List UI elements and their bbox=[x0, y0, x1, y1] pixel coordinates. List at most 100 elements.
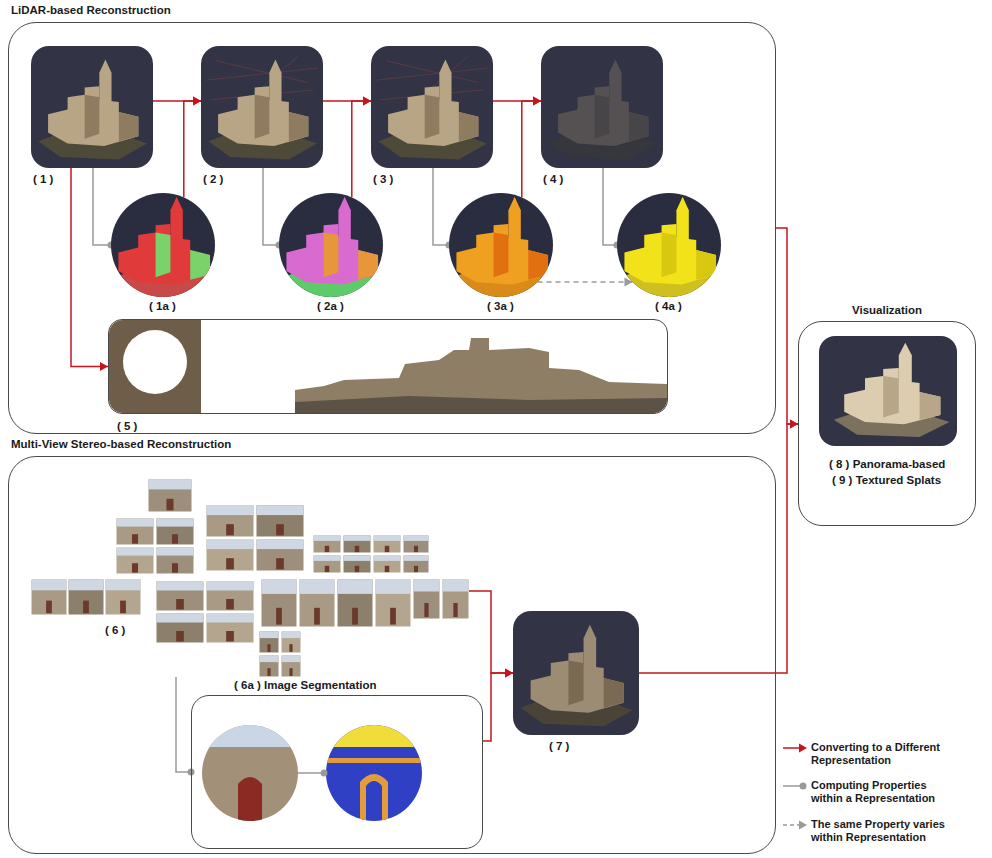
node-label: ( 7 ) bbox=[549, 739, 569, 753]
castle-figure bbox=[279, 197, 383, 297]
photo bbox=[256, 505, 304, 537]
connector-line bbox=[776, 228, 798, 424]
photo-door bbox=[355, 566, 359, 572]
photo bbox=[116, 547, 154, 574]
photo-sky bbox=[374, 556, 401, 561]
photo-circle bbox=[202, 725, 298, 821]
castle-segment bbox=[883, 376, 940, 420]
photo bbox=[403, 555, 429, 573]
thumbnail-box: ( 4 ) bbox=[541, 46, 663, 168]
castle-tower bbox=[439, 59, 451, 102]
property-circle: ( 1a ) bbox=[111, 193, 215, 297]
illustration bbox=[111, 193, 215, 297]
node-label: ( 1 ) bbox=[33, 172, 53, 186]
arrow-head bbox=[193, 97, 201, 106]
castle-figure bbox=[111, 197, 215, 297]
photo-door bbox=[276, 558, 284, 569]
castle-wall bbox=[286, 224, 378, 285]
photo bbox=[337, 579, 373, 627]
photo-sky bbox=[149, 480, 192, 490]
photo bbox=[313, 555, 341, 573]
node-label: Multi-View Stereo-based Reconstruction bbox=[11, 437, 231, 451]
node-art bbox=[192, 696, 482, 848]
photo-sky bbox=[376, 580, 411, 594]
node-label: ( 9 ) Textured Splats bbox=[832, 473, 941, 487]
castle-wall bbox=[844, 368, 940, 424]
photo-door bbox=[325, 566, 329, 572]
node-label: ( 4 ) bbox=[543, 172, 563, 186]
conversion-arrow bbox=[469, 591, 513, 678]
photo-door bbox=[385, 566, 389, 572]
arrow-head bbox=[193, 97, 201, 106]
photo bbox=[261, 579, 297, 627]
photo bbox=[313, 535, 341, 553]
photo bbox=[442, 579, 469, 619]
castle-tower bbox=[609, 59, 621, 102]
connector-line bbox=[433, 168, 449, 245]
photo-sky bbox=[300, 580, 335, 594]
castle-figure bbox=[208, 59, 317, 159]
connector-line bbox=[93, 168, 111, 245]
illustration bbox=[201, 46, 323, 168]
photo-sky bbox=[117, 519, 154, 527]
node-art bbox=[29, 477, 469, 677]
photo-door bbox=[267, 668, 270, 676]
photo-sky bbox=[69, 580, 104, 591]
conversion-arrow bbox=[493, 97, 541, 106]
node-label: ( 1a ) bbox=[149, 299, 176, 313]
castle-wall bbox=[48, 86, 138, 146]
arrow-head bbox=[790, 420, 798, 429]
photo-sky bbox=[207, 506, 254, 516]
photo-stone bbox=[202, 725, 298, 821]
photo-door bbox=[325, 546, 329, 552]
castle-segment bbox=[595, 95, 649, 141]
photo bbox=[259, 631, 279, 653]
castle-tower bbox=[338, 197, 350, 240]
photo-sky bbox=[32, 580, 67, 591]
node-art bbox=[513, 611, 639, 735]
photo-door bbox=[289, 668, 292, 676]
photo-door bbox=[120, 601, 126, 614]
illustration bbox=[192, 696, 482, 848]
photo-sky bbox=[202, 725, 298, 747]
illustration bbox=[31, 46, 153, 168]
photo-sky bbox=[257, 540, 304, 550]
photo-door bbox=[385, 546, 389, 552]
photo-sky bbox=[260, 632, 279, 639]
photo-door bbox=[424, 603, 428, 617]
segment-wall bbox=[326, 725, 422, 821]
output-box: ( 7 ) bbox=[513, 611, 639, 735]
photo bbox=[68, 579, 104, 615]
photo-sky bbox=[106, 580, 141, 591]
photo bbox=[256, 539, 304, 571]
conversion-arrow bbox=[184, 97, 201, 198]
photo-door bbox=[46, 601, 52, 614]
photo bbox=[105, 579, 141, 615]
photo-door bbox=[172, 534, 178, 543]
conversion-arrow bbox=[483, 669, 513, 742]
photo bbox=[375, 579, 411, 627]
segmentation-box: ( 6a ) Image Segmentation bbox=[191, 695, 483, 849]
property-circle: ( 2a ) bbox=[279, 193, 383, 297]
illustration bbox=[29, 477, 469, 677]
thumbnail-box: ( 3 ) bbox=[371, 46, 493, 168]
conversion-arrow bbox=[639, 420, 798, 674]
node-label: ( 6a ) Image Segmentation bbox=[234, 678, 377, 692]
node-art bbox=[371, 46, 493, 168]
castle-tower bbox=[899, 343, 912, 383]
castle-segment bbox=[494, 233, 548, 280]
connector-line bbox=[639, 424, 798, 673]
photo bbox=[413, 579, 440, 619]
node-art bbox=[201, 46, 323, 168]
node-label: ( 6 ) bbox=[105, 623, 125, 637]
castle-tower bbox=[676, 197, 688, 240]
photo-sky bbox=[282, 632, 301, 639]
photo-door bbox=[453, 603, 457, 617]
photo-sky bbox=[207, 582, 254, 591]
illustration bbox=[617, 193, 721, 297]
photo-door bbox=[289, 644, 292, 652]
photo bbox=[31, 579, 67, 615]
arrow-head bbox=[505, 669, 513, 678]
